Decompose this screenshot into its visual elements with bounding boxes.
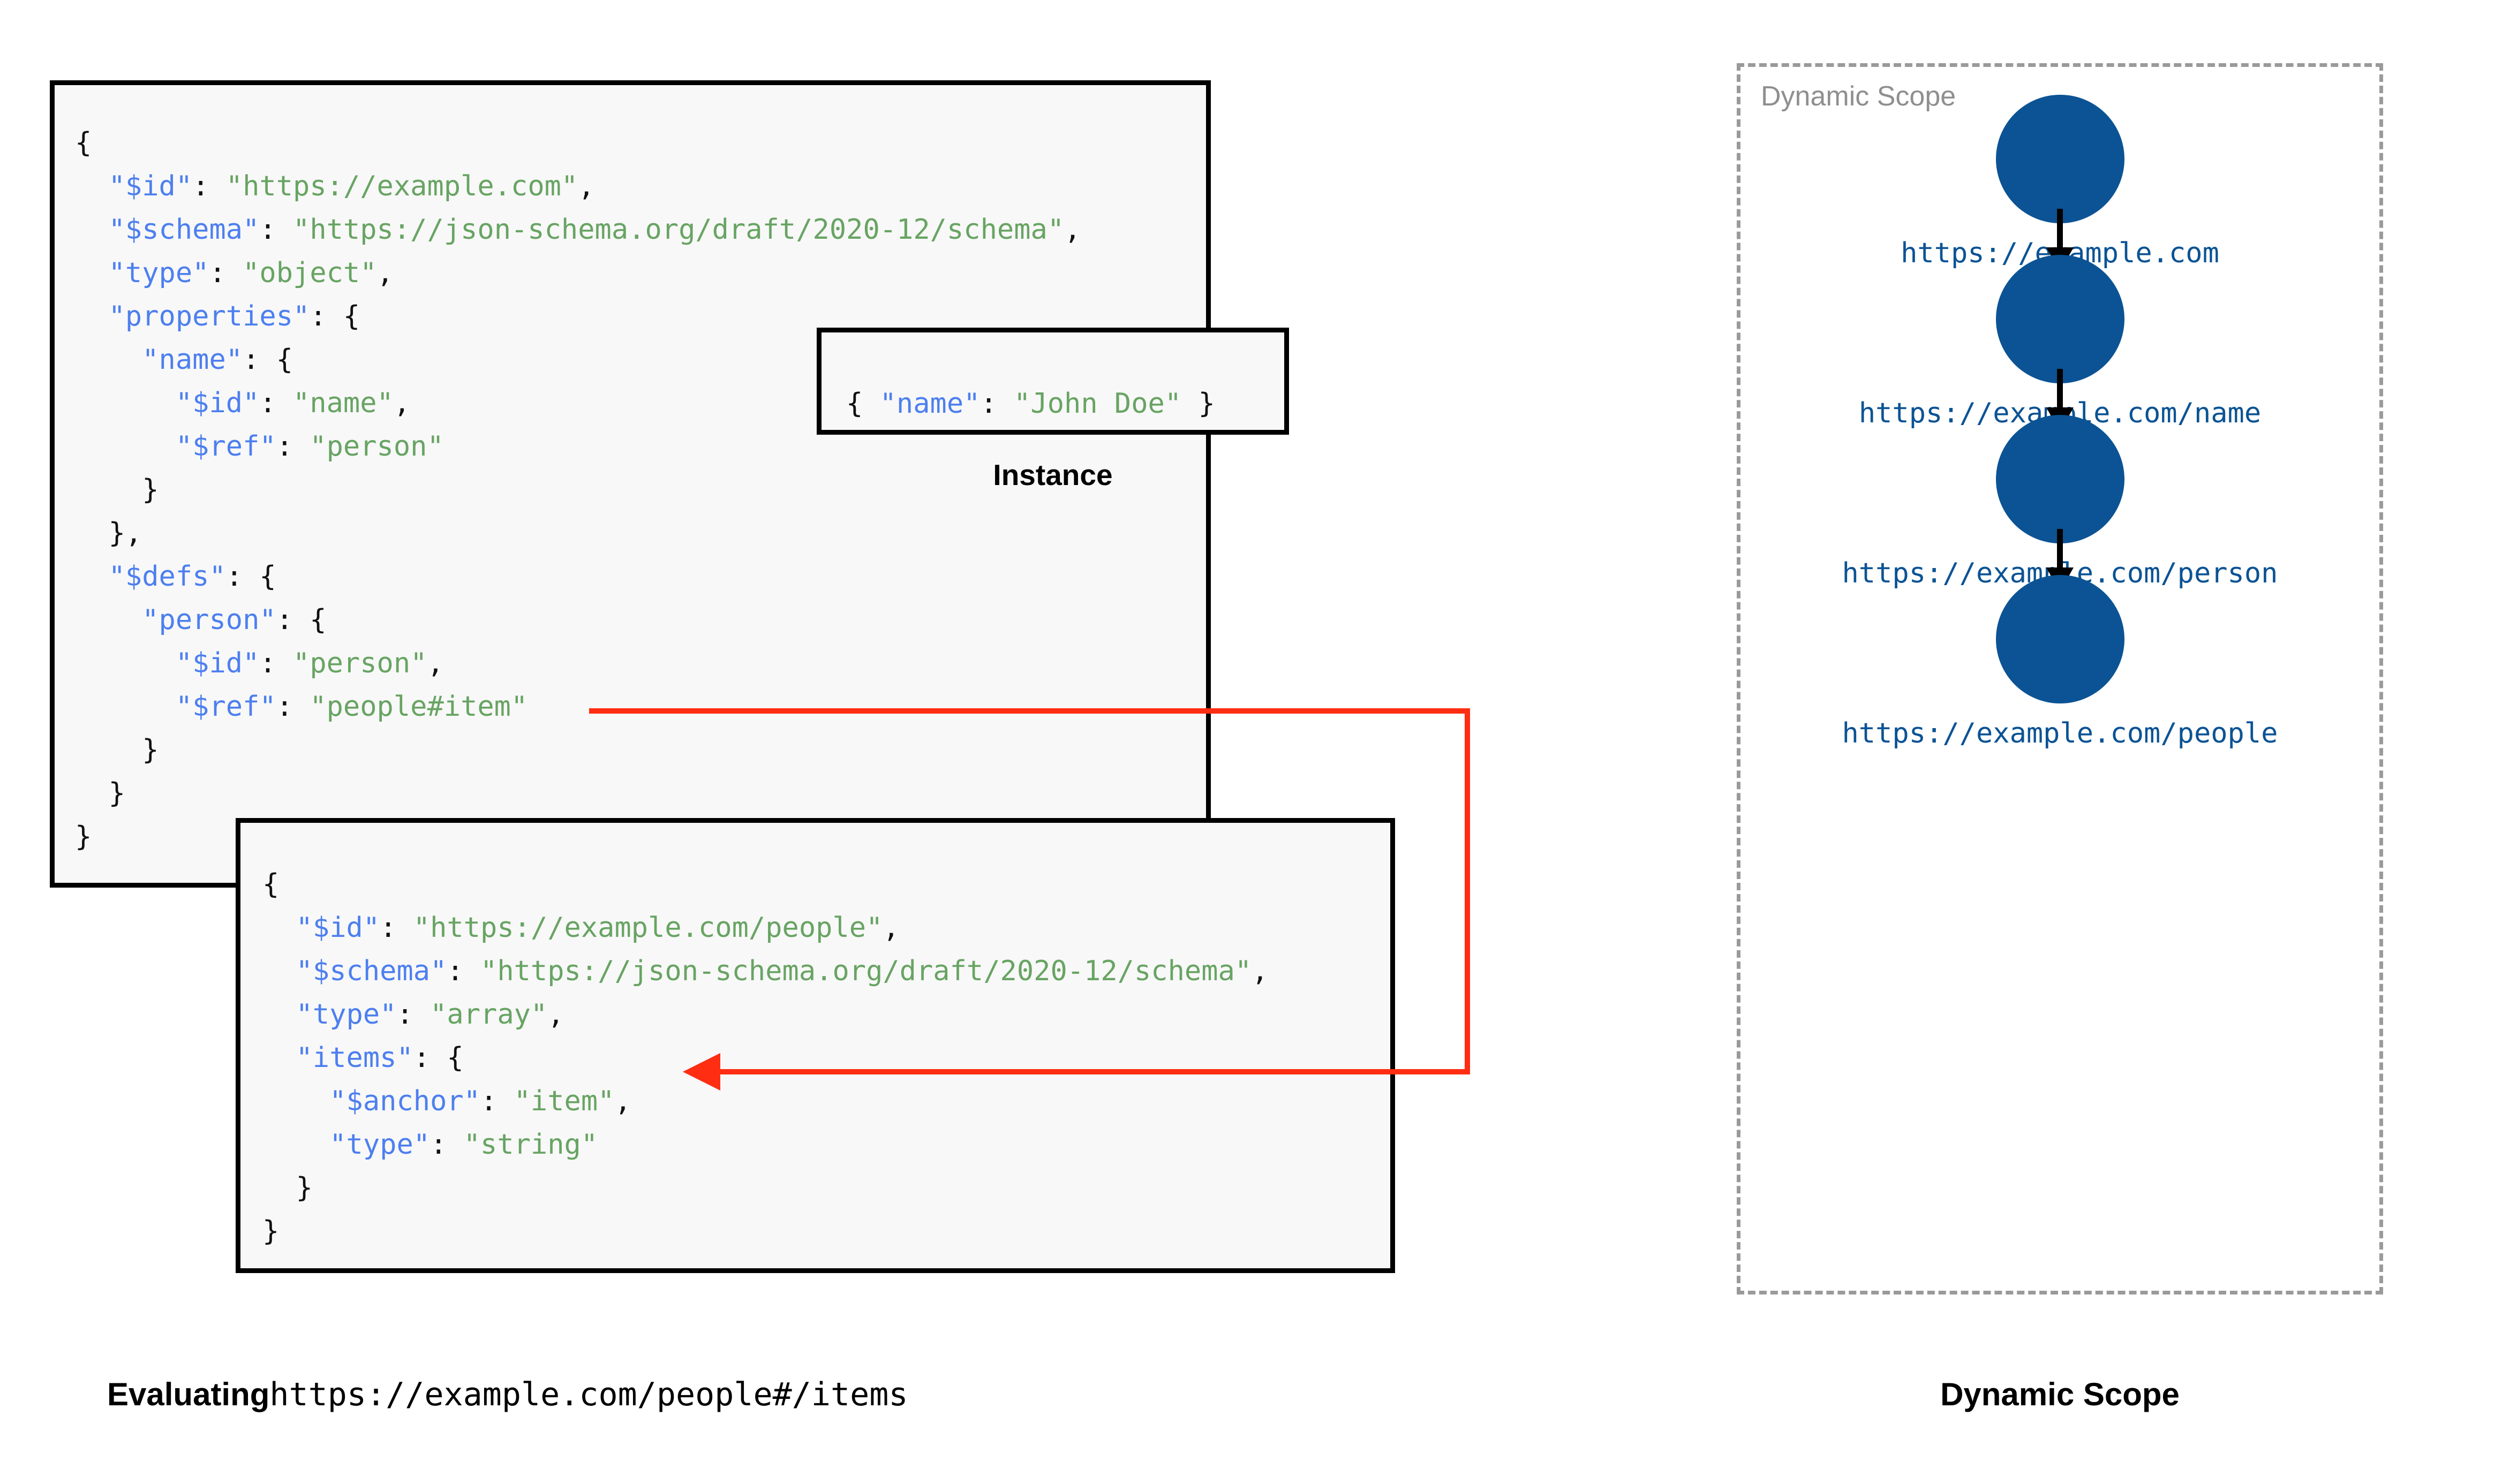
ref-resolution-arrow [589,708,1470,1091]
scope-node-circle [1995,95,2124,223]
dynamic-scope-panel [1737,63,2383,1294]
scope-node-circle [1995,415,2124,543]
instance-box [817,328,1289,435]
scope-node: https://example.com/name [1737,255,2383,429]
scope-node: https://example.com/people [1737,575,2383,749]
scope-node-label: https://example.com/people [1842,717,2278,749]
scope-node-circle [1995,255,2124,383]
root-schema-code: { "$id": "https://example.com", "$schema… [75,127,1081,853]
left-caption: Evaluatinghttps://example.com/people#/it… [107,1376,908,1413]
people-schema-code: { "$id": "https://example.com/people", "… [262,868,1269,1247]
right-caption: Dynamic Scope [1940,1376,2180,1412]
left-caption-bold: Evaluating [107,1376,270,1412]
ref-arrow-path [589,708,1470,1091]
dynamic-scope-panel-label: Dynamic Scope [1761,81,1956,112]
people-schema-box [236,818,1395,1273]
scope-node-circle [1995,575,2124,703]
instance-code: { "name": "John Doe" } [846,388,1215,420]
left-caption-uri: https://example.com/people#/items [269,1376,908,1413]
root-schema-box [50,80,1211,888]
instance-label: Instance [993,458,1113,491]
